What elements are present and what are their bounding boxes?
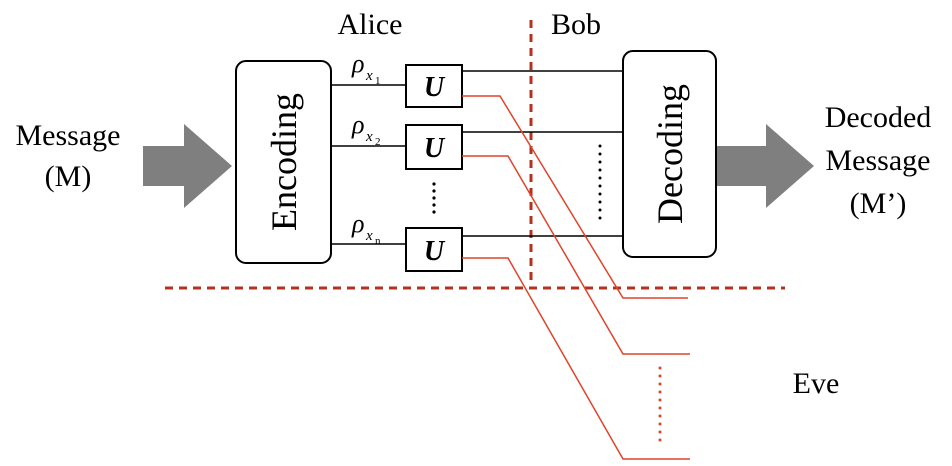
- svg-text:2: 2: [375, 136, 381, 148]
- decoding-box: [622, 50, 717, 258]
- rho-label-n: ρ x n: [351, 209, 381, 247]
- svg-text:x: x: [365, 129, 373, 145]
- eve-label: Eve: [793, 367, 840, 400]
- rho-label-2: ρ x 2: [351, 110, 381, 148]
- decoded-label-line1: Decoded: [825, 101, 932, 134]
- unitary-box-1: U: [405, 64, 463, 108]
- encoding-box: [235, 60, 332, 264]
- alice-label: Alice: [338, 8, 403, 41]
- unitary-box-2: U: [405, 124, 463, 170]
- svg-text:ρ: ρ: [351, 110, 364, 139]
- unitary-box-n: U: [405, 227, 463, 272]
- decoded-label-line2: Message: [826, 144, 931, 177]
- rho-label-1: ρ x 1: [351, 49, 381, 87]
- svg-text:ρ: ρ: [351, 49, 364, 78]
- svg-text:x: x: [365, 68, 373, 84]
- svg-text:n: n: [375, 235, 381, 247]
- channel-ellipsis-eve: [658, 366, 662, 442]
- message-label-line2: (M): [45, 160, 92, 193]
- eve-leak-line-1: [462, 95, 688, 299]
- svg-text:U: U: [424, 72, 446, 103]
- decoded-output-arrow: [716, 124, 814, 208]
- eve-leak-line-n: [462, 257, 690, 460]
- svg-text:1: 1: [375, 75, 381, 87]
- channel-ellipsis-bob: [598, 144, 602, 220]
- bob-label: Bob: [551, 8, 601, 41]
- decoding-label: Decoding: [650, 84, 690, 224]
- message-input-arrow: [143, 124, 232, 208]
- channel-ellipsis-alice: [432, 182, 436, 214]
- svg-text:x: x: [365, 228, 373, 244]
- eve-leak-line-2: [462, 155, 690, 355]
- svg-text:U: U: [424, 236, 446, 267]
- svg-text:ρ: ρ: [351, 209, 364, 238]
- message-label-line1: Message: [16, 119, 121, 152]
- encoding-label: Encoding: [264, 93, 304, 231]
- decoded-label-line3: (M’): [850, 187, 907, 220]
- svg-text:U: U: [424, 133, 446, 164]
